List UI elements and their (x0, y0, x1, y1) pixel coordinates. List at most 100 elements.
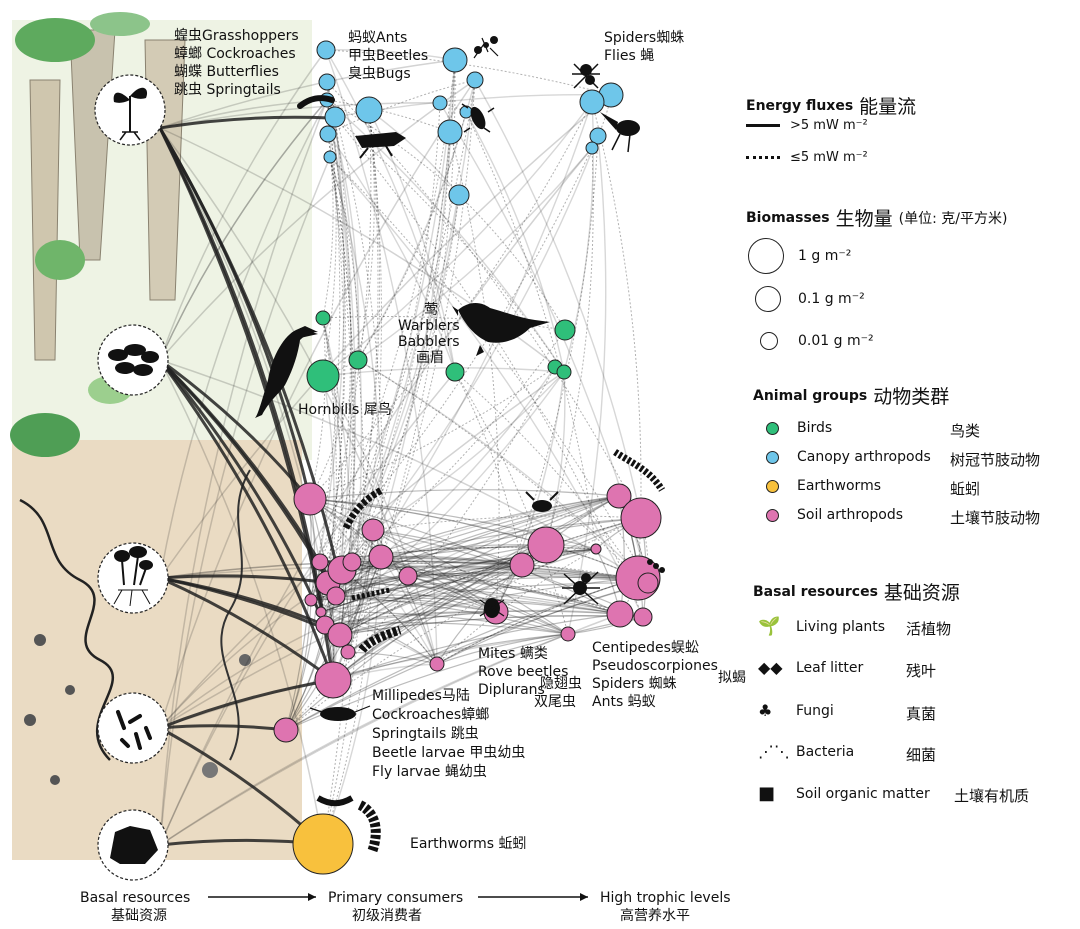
flux-link (322, 317, 353, 653)
flux-link (319, 561, 644, 618)
flux-link (495, 371, 565, 613)
basal-title: Basal resources (753, 583, 878, 600)
bird-node (445, 362, 465, 382)
flux-link (309, 366, 556, 500)
mite-silhouette (479, 598, 505, 618)
canopy-label-2: 蟑螂 Cockroaches (174, 46, 296, 62)
flux-link (325, 49, 456, 61)
flux-low-swatch (746, 156, 780, 159)
flux-link (357, 359, 649, 584)
canopy-node (585, 141, 599, 155)
flux-link (310, 495, 620, 601)
flux-link (332, 517, 642, 681)
flux-link (449, 131, 500, 613)
axis-arrowhead-2 (580, 893, 588, 901)
flux-link (327, 79, 476, 135)
flux-link (454, 371, 523, 566)
flux-link (285, 582, 649, 731)
flux-link (159, 127, 409, 577)
bird-node (556, 364, 572, 380)
canopy-node (466, 71, 484, 89)
warbler-silhouette (452, 303, 550, 356)
flux-link (380, 366, 556, 558)
flux-link (159, 49, 327, 361)
flux-link (372, 371, 565, 531)
axis-primary-en: Primary consumers (328, 890, 463, 906)
flux-link (380, 544, 547, 558)
flux-link (324, 495, 620, 626)
flux-link (319, 59, 456, 563)
flux-link (325, 49, 438, 665)
soil-left-label-4: Beetle larvae 甲虫幼虫 (372, 745, 525, 761)
bacteria-icon: ⋰⋱ (758, 742, 790, 761)
flux-link (368, 109, 460, 196)
groups-title-zh: 动物类群 (873, 386, 950, 408)
flux-link (158, 359, 335, 681)
canopy-node (319, 125, 337, 143)
biomass-legend-title: Biomasses 生物量 (单位: 克/平方米) (746, 204, 1007, 231)
flux-link (436, 577, 639, 665)
flux-link (326, 81, 384, 558)
soil-node (327, 622, 353, 648)
flux-link (341, 544, 547, 571)
flux-link (159, 576, 334, 682)
flux-link (309, 498, 547, 546)
beetle-silhouette (461, 103, 495, 133)
soil-right-label-2: Pseudoscorpiones (592, 658, 718, 674)
flux-link (159, 359, 649, 584)
flux-link (324, 610, 621, 626)
flux-link (320, 564, 523, 613)
fungi-label: Fungi (796, 702, 834, 719)
flux-link (327, 495, 620, 584)
earthworm-node (292, 813, 354, 875)
soil-node (606, 600, 634, 628)
soil-mid-label-2: Rove beetles (478, 664, 568, 680)
earthworms-label: Earthworms 蚯蚓 (410, 836, 526, 852)
flux-link (591, 101, 642, 579)
soil-node (398, 566, 418, 586)
soil-node (340, 644, 356, 660)
flux-link (320, 81, 346, 613)
basal-row-fungi: ♣ Fungi (758, 701, 834, 720)
flux-link (640, 517, 649, 584)
bacteria-node (97, 692, 169, 764)
flux-link (436, 564, 523, 665)
flux-link (325, 49, 612, 96)
silhouettes (255, 36, 666, 854)
flux-link (310, 116, 345, 601)
plants-label-zh: 活植物 (906, 620, 952, 638)
earthworm-dot (766, 479, 779, 493)
soil-right-label-1: Centipedes蜈蚣 (592, 640, 699, 656)
flux-high-swatch (746, 124, 780, 127)
soil-node (273, 717, 299, 743)
flux-link (436, 548, 597, 665)
flux-link (332, 564, 523, 681)
biomass-circle-large (748, 238, 784, 274)
flux-link (545, 371, 566, 546)
bird-node (554, 319, 576, 341)
flux-link (329, 156, 354, 571)
leaf-litter-icon: ◆◆ (758, 658, 783, 677)
grasshopper-silhouette (355, 132, 406, 159)
flux-link (319, 147, 593, 563)
biomass-row-3: 0.01 g m⁻² (760, 332, 874, 350)
flux-link (339, 517, 642, 636)
flux-link (158, 359, 327, 626)
flux-link (380, 556, 497, 613)
flux-link (495, 135, 599, 613)
axis-basal-en: Basal resources (80, 890, 190, 906)
soil-right-label-4: Ants 蚂蚁 (592, 694, 656, 710)
soil-node (368, 544, 394, 570)
flux-link (436, 577, 639, 665)
flux-link (159, 633, 569, 729)
biomass-unit: (单位: 克/平方米) (898, 210, 1008, 227)
biomass-label-2: 0.1 g m⁻² (798, 291, 865, 307)
flux-link (341, 79, 476, 571)
millipede-silhouette (358, 625, 402, 654)
flux-link (310, 79, 476, 601)
flux-link (159, 94, 612, 579)
earthworm-silhouette (316, 795, 381, 854)
soil-node (293, 482, 327, 516)
biomass-circle-small (760, 332, 778, 350)
living-plants-node (94, 74, 166, 146)
